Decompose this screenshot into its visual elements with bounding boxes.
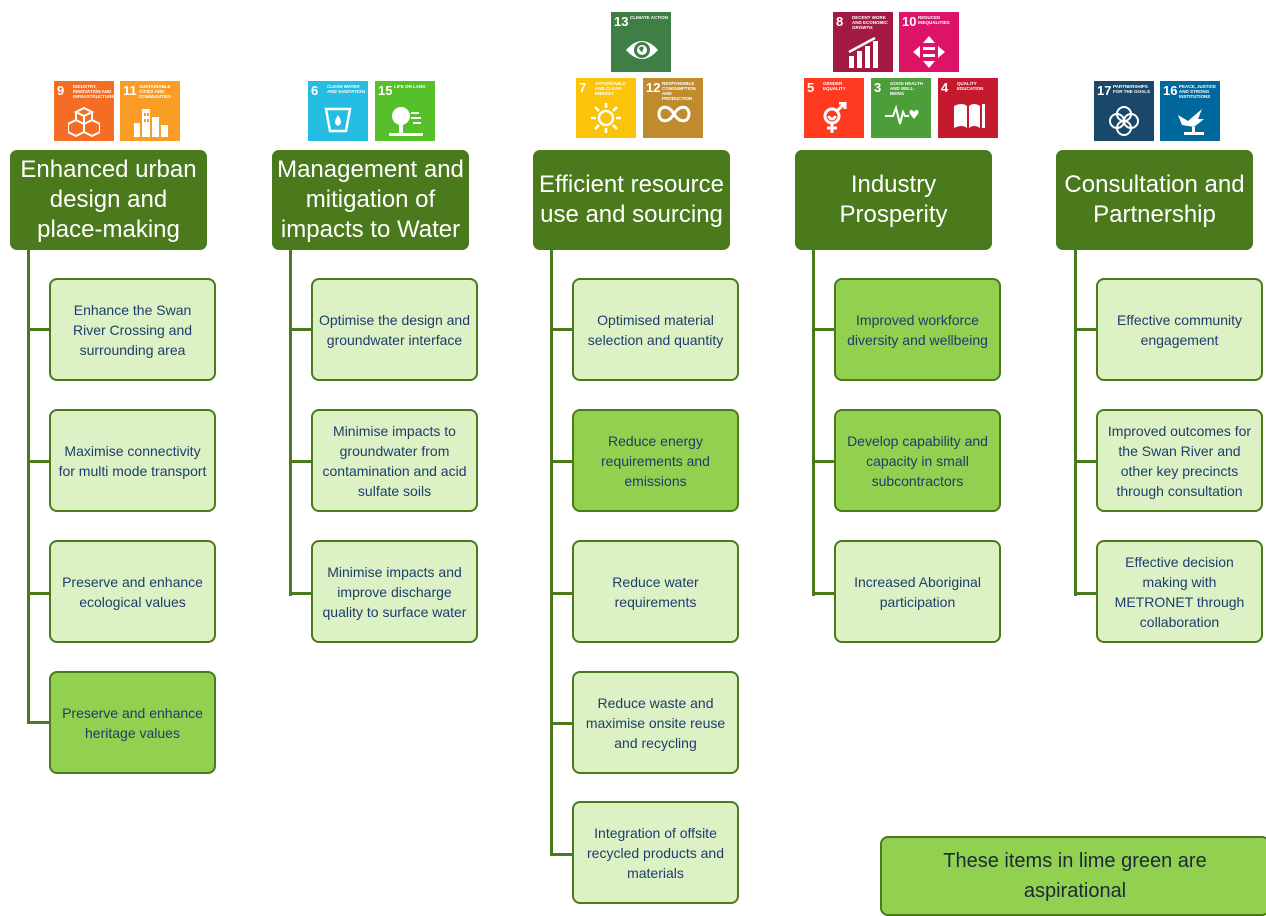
rings-icon [1109, 106, 1139, 136]
connector-branch [1074, 592, 1096, 595]
connector-branch [812, 592, 834, 595]
objective-box: Preserve and enhance ecological values [49, 540, 216, 643]
objective-box: Effective community engagement [1096, 278, 1263, 381]
objective-box: Maximise connectivity for multi mode tra… [49, 409, 216, 512]
connector-trunk-col5 [1074, 248, 1077, 596]
book-icon [954, 104, 985, 128]
sun-icon [591, 103, 621, 133]
objective-box: Reduce waste and maximise onsite reuse a… [572, 671, 739, 774]
connector-branch [1074, 460, 1096, 463]
infinity-icon [657, 105, 691, 123]
objective-box: Integration of offsite recycled products… [572, 801, 739, 904]
dove-icon [1178, 109, 1204, 135]
connector-trunk-col3 [550, 248, 553, 856]
connector-branch [289, 460, 311, 463]
aspirational-legend-note: These items in lime green are aspiration… [880, 836, 1266, 916]
heartbeat-icon [885, 104, 919, 125]
objective-box-aspirational: Reduce energy requirements and emissions [572, 409, 739, 512]
sdg-tile-12: 12 Responsible consumption and productio… [643, 78, 703, 138]
sdg-tile-3: 3 Good health and well-being [871, 78, 931, 138]
sdg-tile-6: 6 Clean water and sanitation [308, 81, 368, 141]
connector-branch [27, 328, 49, 331]
objective-box: Minimise impacts and improve discharge q… [311, 540, 478, 643]
objective-box-aspirational: Develop capability and capacity in small… [834, 409, 1001, 512]
sdg-tile-11: 11 Sustainable cities and communities [120, 81, 180, 141]
sdg-tile-8: 8 Decent work and economic growth [833, 12, 893, 72]
growth-chart-icon [848, 36, 878, 68]
connector-branch [550, 853, 572, 856]
sdg-tile-4: 4 Quality education [938, 78, 998, 138]
connector-branch [550, 722, 572, 725]
cubes-icon [68, 106, 100, 137]
connector-trunk-col2 [289, 248, 292, 596]
connector-branch [550, 328, 572, 331]
city-icon [134, 109, 168, 137]
connector-branch [1074, 328, 1096, 331]
water-drop-icon [324, 107, 352, 133]
connector-branch [550, 460, 572, 463]
objective-box: Effective decision making with METRONET … [1096, 540, 1263, 643]
legend-text: These items in lime green are aspiration… [943, 850, 1207, 902]
tree-icon [389, 107, 423, 136]
connector-branch [289, 592, 311, 595]
objective-box: Enhance the Swan River Crossing and surr… [49, 278, 216, 381]
objective-box-aspirational: Preserve and enhance heritage values [49, 671, 216, 774]
sdg-tile-10: 10 Reduced inequalities [899, 12, 959, 72]
column-header-consultation: Consultation and Partnership [1056, 150, 1253, 250]
connector-branch [812, 460, 834, 463]
objective-box-aspirational: Improved workforce diversity and wellbei… [834, 278, 1001, 381]
objective-box: Optimise the design and groundwater inte… [311, 278, 478, 381]
objective-box: Minimise impacts to groundwater from con… [311, 409, 478, 512]
objective-box: Increased Aboriginal participation [834, 540, 1001, 643]
connector-trunk-col4 [812, 248, 815, 596]
connector-branch [27, 592, 49, 595]
sdg-tile-17: 17 Partnerships for the goals [1094, 81, 1154, 141]
column-header-urban-design: Enhanced urban design and place-making [10, 150, 207, 250]
connector-branch [550, 592, 572, 595]
eye-globe-icon [626, 41, 658, 59]
sdg-tile-9: 9 Industry, innovation and infrastructur… [54, 81, 114, 141]
connector-branch [289, 328, 311, 331]
gender-icon [823, 102, 847, 133]
objective-box: Reduce water requirements [572, 540, 739, 643]
connector-trunk-col1 [27, 248, 30, 723]
column-header-water: Management and mitigation of impacts to … [272, 150, 469, 250]
connector-branch [27, 460, 49, 463]
objective-box: Optimised material selection and quantit… [572, 278, 739, 381]
equality-arrows-icon [913, 36, 945, 68]
connector-branch [27, 721, 49, 724]
objective-box: Improved outcomes for the Swan River and… [1096, 409, 1263, 512]
connector-branch [812, 328, 834, 331]
sdg-tile-13: 13 Climate action [611, 12, 671, 72]
column-header-industry: Industry Prosperity [795, 150, 992, 250]
sdg-tile-15: 15 Life on land [375, 81, 435, 141]
sdg-tile-7: 7 Affordable and clean energy [576, 78, 636, 138]
sdg-tile-16: 16 Peace, justice and strong institution… [1160, 81, 1220, 141]
column-header-resource-use: Efficient resource use and sourcing [533, 150, 730, 250]
